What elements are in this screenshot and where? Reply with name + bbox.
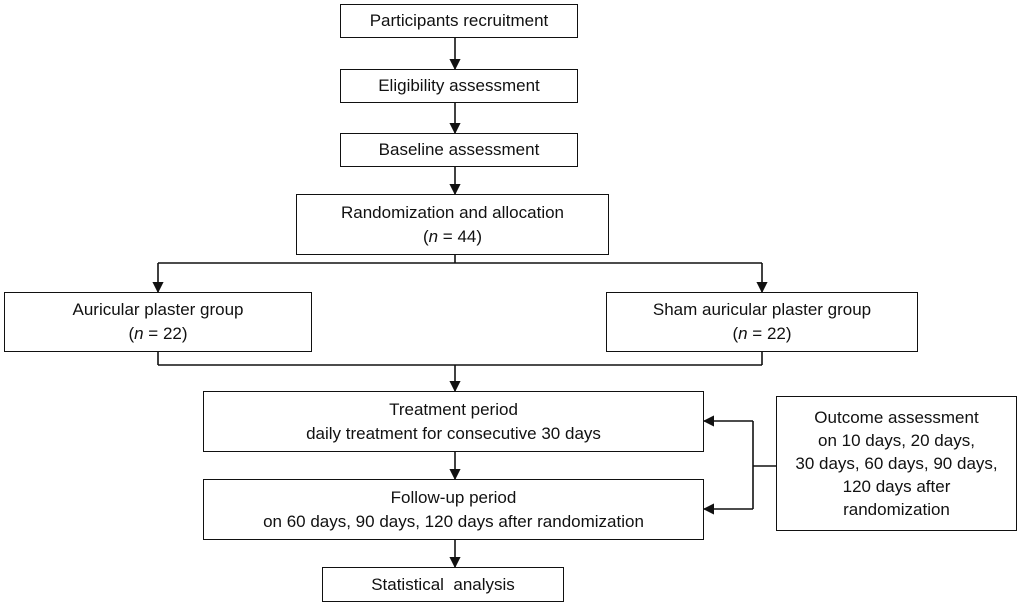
outcome-assessment-line4: 120 days after xyxy=(842,477,951,496)
sham-group-box: Sham auricular plaster group (n = 22) xyxy=(606,292,918,352)
randomization-label: Randomization and allocation xyxy=(340,202,565,222)
outcome-assessment-title: Outcome assessment xyxy=(814,408,979,427)
baseline-box: Baseline assessment xyxy=(340,133,578,167)
outcome-assessment-line5: randomization xyxy=(843,500,950,519)
treatment-period-box: Treatment period daily treatment for con… xyxy=(203,391,704,452)
outcome-assessment-box: Outcome assessment on 10 days, 20 days, … xyxy=(776,396,1017,531)
followup-period-detail: on 60 days, 90 days, 120 days after rand… xyxy=(263,511,644,531)
followup-period-title: Follow-up period xyxy=(390,487,517,507)
statistical-analysis-box: Statistical analysis xyxy=(322,567,564,602)
sham-group-sample-size: (n = 22) xyxy=(732,324,792,343)
auricular-group-box: Auricular plaster group (n = 22) xyxy=(4,292,312,352)
recruitment-label: Participants recruitment xyxy=(369,11,549,30)
treatment-period-detail: daily treatment for consecutive 30 days xyxy=(306,423,601,443)
treatment-period-title: Treatment period xyxy=(389,399,518,419)
randomization-box: Randomization and allocation (n = 44) xyxy=(296,194,609,255)
statistical-analysis-label: Statistical analysis xyxy=(371,574,515,594)
baseline-label: Baseline assessment xyxy=(378,140,540,159)
randomization-sample-size: (n = 44) xyxy=(422,226,483,246)
outcome-assessment-line3: 30 days, 60 days, 90 days, xyxy=(795,454,998,473)
eligibility-box: Eligibility assessment xyxy=(340,69,578,103)
auricular-group-sample-size: (n = 22) xyxy=(128,324,188,343)
followup-period-box: Follow-up period on 60 days, 90 days, 12… xyxy=(203,479,704,540)
recruitment-box: Participants recruitment xyxy=(340,4,578,38)
auricular-group-label: Auricular plaster group xyxy=(72,300,244,319)
outcome-assessment-line2: on 10 days, 20 days, xyxy=(818,431,975,450)
sham-group-label: Sham auricular plaster group xyxy=(652,300,872,319)
eligibility-label: Eligibility assessment xyxy=(378,76,540,95)
